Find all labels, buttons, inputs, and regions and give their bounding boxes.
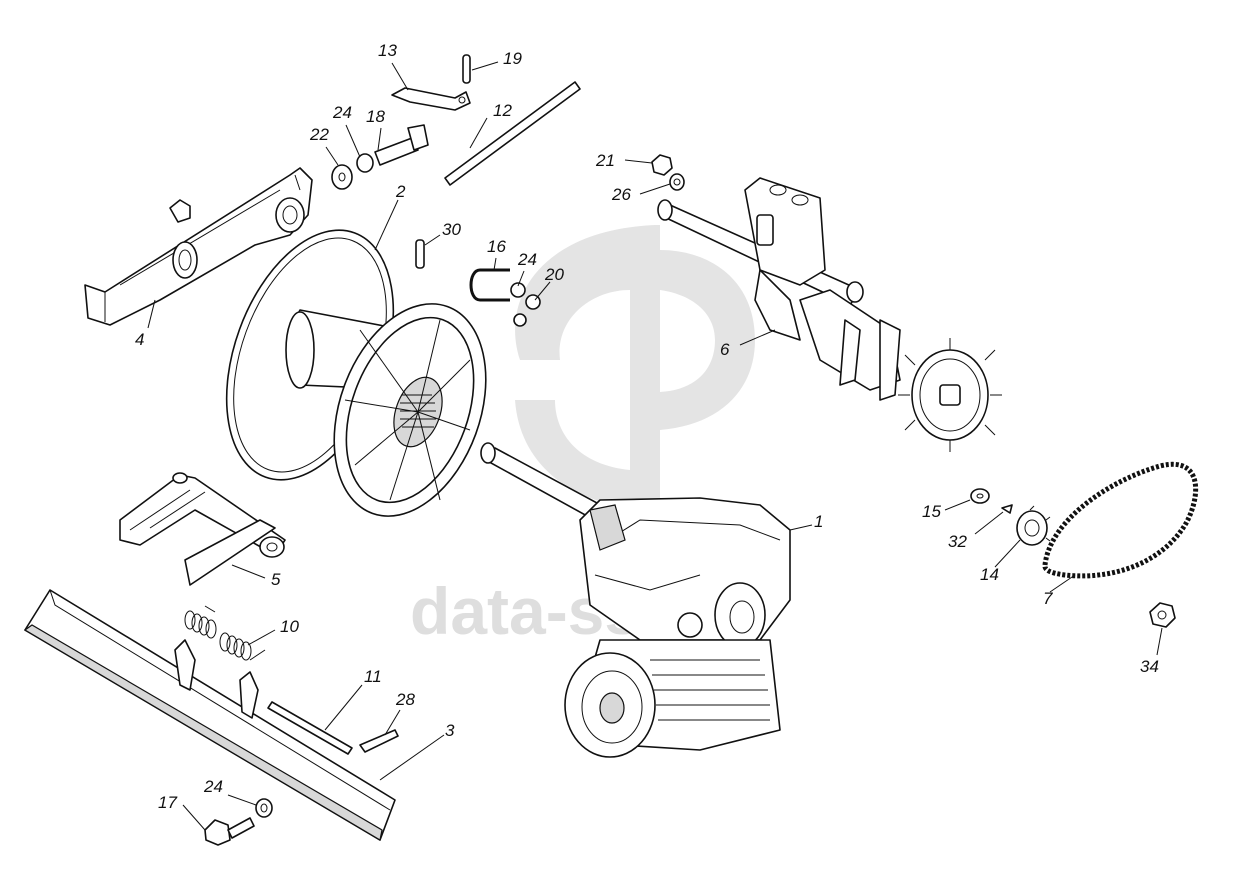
part-pin-30	[415, 239, 425, 269]
callout-4: 4	[135, 330, 144, 349]
part-rod	[267, 701, 353, 755]
part-angle-plate	[23, 589, 396, 841]
callout-14: 14	[980, 565, 999, 584]
callout-2: 2	[395, 182, 406, 201]
callout-6: 6	[720, 340, 730, 359]
callout-12: 12	[493, 101, 512, 120]
part-washer-15	[970, 488, 990, 504]
callout-18: 18	[366, 107, 385, 126]
callout-5: 5	[271, 570, 281, 589]
part-nut-34	[1149, 602, 1176, 628]
part-lever-arm	[84, 167, 313, 326]
callout-24-middle: 24	[517, 250, 537, 269]
callout-15: 15	[922, 502, 941, 521]
callout-1: 1	[814, 512, 823, 531]
leader-lines	[147, 61, 1163, 831]
callout-34: 34	[1140, 657, 1159, 676]
part-sprocket-14	[1016, 505, 1051, 546]
callout-11: 11	[364, 667, 382, 686]
callout-26: 26	[611, 185, 631, 204]
part-chain-7	[1042, 461, 1198, 579]
callout-24-bottom: 24	[203, 777, 223, 796]
callout-30: 30	[442, 220, 461, 239]
callout-7: 7	[1043, 589, 1053, 608]
part-springs	[184, 605, 266, 661]
part-winch-drum	[225, 229, 487, 517]
part-gearbox	[480, 442, 791, 758]
callout-19: 19	[503, 49, 522, 68]
part-frame	[119, 472, 286, 586]
part-cable	[444, 81, 581, 186]
part-pin-top	[462, 54, 471, 84]
callout-28: 28	[395, 690, 415, 709]
part-key-32	[1001, 504, 1013, 514]
part-drive-shaft	[657, 177, 1002, 452]
callout-24-top: 24	[332, 103, 352, 122]
part-nuts-21-26	[651, 154, 685, 191]
callout-20: 20	[544, 265, 564, 284]
callout-22: 22	[309, 125, 329, 144]
watermark-logo	[515, 225, 755, 510]
callout-32: 32	[948, 532, 967, 551]
part-cotter-pin	[359, 729, 399, 753]
part-bolt-top	[331, 124, 429, 190]
callout-17: 17	[158, 793, 177, 812]
callout-13: 13	[378, 41, 397, 60]
callout-10: 10	[280, 617, 299, 636]
callout-21: 21	[595, 151, 615, 170]
part-bolt-bottom	[204, 798, 273, 846]
callout-labels: 1 2 3 4 5 6 7 10 11 12 13 14 15 16 17 18…	[135, 41, 1159, 812]
callout-3: 3	[445, 721, 455, 740]
part-bracket	[391, 87, 471, 111]
callout-16: 16	[487, 237, 506, 256]
